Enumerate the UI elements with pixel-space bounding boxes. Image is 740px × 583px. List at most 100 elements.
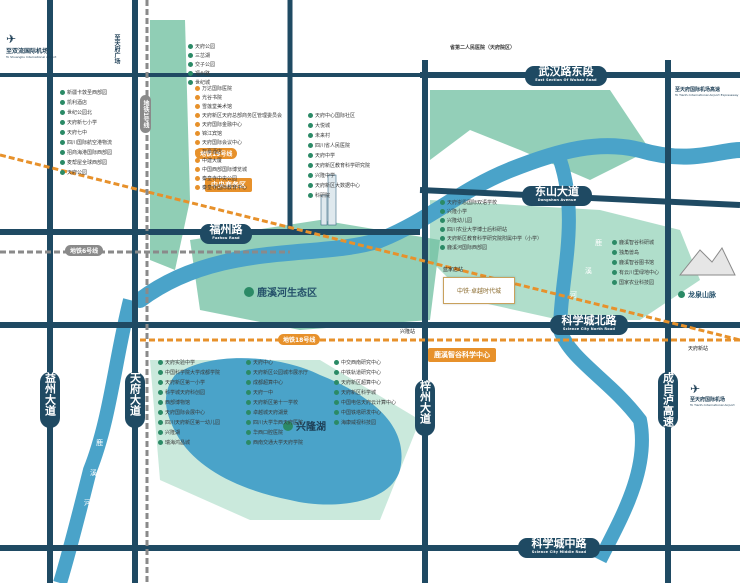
road-label-east: 成自泸高速: [658, 372, 678, 428]
poi-marker-icon: [308, 153, 313, 158]
poi-label: 四川天府新区第一幼儿园: [165, 420, 221, 426]
poi-marker-icon: [195, 185, 200, 190]
poi-marker-icon: [195, 149, 200, 154]
poi-label: 科学城天府科创园: [165, 390, 206, 396]
poi-item: 中建大厦: [195, 158, 222, 165]
zone-cbd: 中央商务区: [205, 178, 252, 192]
poi-marker-icon: [60, 140, 65, 145]
poi-item: 兴隆小学: [440, 209, 467, 216]
poi-label: 兴隆湖: [165, 430, 181, 436]
poi-marker-icon: [440, 236, 445, 241]
poi-label: 兴隆小学: [447, 209, 468, 215]
poi-marker-icon: [158, 420, 163, 425]
poi-label: 天府新区第一小学: [165, 380, 206, 386]
poi-marker-icon: [60, 170, 65, 175]
brand-marker[interactable]: 中铁·卓越时代城: [443, 277, 515, 304]
metro-label-line1: 地铁1号线: [140, 95, 151, 134]
poi-label: 四川大学华西天府医院: [253, 420, 304, 426]
poi-label: 四川农业大学博士后科研站: [447, 227, 508, 233]
poi-marker-icon: [612, 240, 617, 245]
park-icon: [244, 287, 254, 297]
poi-marker-icon: [195, 86, 200, 91]
poi-item: 天府实验中学: [158, 360, 195, 367]
poi-label: 天府一中: [253, 390, 274, 396]
poi-item: 天府中心国际社区: [308, 113, 355, 120]
poi-label: 兴隆幼儿园: [447, 218, 473, 224]
river-char-he: 河: [570, 291, 577, 299]
poi-label: 天府中学: [315, 153, 336, 159]
poi-label: 华西口腔医院: [253, 430, 284, 436]
poi-label: 招商海港国际西部园: [67, 150, 113, 156]
zone-science: 鹿溪智谷科学中心: [428, 348, 496, 362]
poi-label: 世纪公园北: [67, 110, 93, 116]
poi-item: 秦皇寺国际教育中心: [195, 185, 247, 192]
poi-marker-icon: [60, 100, 65, 105]
poi-marker-icon: [440, 227, 445, 232]
metro-label-line18: 地铁18号线: [278, 334, 321, 345]
poi-marker-icon: [308, 183, 313, 188]
corner-hospital: 省第二人民医院（天府院区）: [450, 45, 516, 51]
poi-label: 雪莲堂美术馆: [202, 104, 233, 110]
road-label-yizhou: 益州大道: [40, 372, 60, 428]
poi-item: 华西口腔医院: [246, 430, 283, 437]
poi-marker-icon: [334, 390, 339, 395]
poi-label: 凯利酒店: [67, 100, 88, 106]
poi-marker-icon: [246, 420, 251, 425]
metro-label-line6: 地铁6号线: [65, 245, 104, 256]
poi-item: 兴隆湖: [158, 430, 180, 437]
river-char-he2: 河: [84, 499, 91, 507]
poi-marker-icon: [188, 62, 193, 67]
poi-item: 天府新区教育科学研究院附属中学（小学）: [440, 236, 542, 243]
poi-marker-icon: [246, 430, 251, 435]
poi-label: 中国铁塔研发中心: [341, 410, 382, 416]
river-char-lu2: 鹿: [96, 439, 103, 447]
poi-label: 中国科学院大学成都学院: [165, 370, 221, 376]
poi-item: 天府新区公园城市展示厅: [246, 370, 308, 377]
poi-marker-icon: [246, 440, 251, 445]
poi-label: 国家农业科技园: [619, 280, 655, 286]
poi-marker-icon: [60, 90, 65, 95]
poi-item: 麦帮屋全球西部园: [60, 160, 107, 167]
poi-marker-icon: [60, 120, 65, 125]
poi-label: 西南交通大学天府学院: [253, 440, 304, 446]
poi-label: 天府公园: [67, 170, 88, 176]
poi-item: 天府新区大数据中心: [308, 183, 360, 190]
poi-item: 世纪城: [188, 80, 210, 87]
poi-marker-icon: [158, 390, 163, 395]
poi-marker-icon: [334, 400, 339, 405]
poi-label: 天府实验中学: [165, 360, 196, 366]
poi-marker-icon: [612, 260, 617, 265]
poi-marker-icon: [334, 410, 339, 415]
poi-marker-icon: [334, 420, 339, 425]
poi-marker-icon: [195, 95, 200, 100]
poi-label: 天府七中: [67, 130, 88, 136]
poi-item: 天府新区第一小学: [158, 380, 205, 387]
river-char-xi2: 溪: [90, 469, 97, 477]
poi-label: 秦皇寺国际教育中心: [202, 185, 248, 191]
poi-marker-icon: [195, 131, 200, 136]
poi-item: 四川农业大学博士后科研站: [440, 227, 507, 234]
poi-label: 四川国际航空港物流: [67, 140, 113, 146]
poi-label: 天府国际会展中心: [165, 410, 206, 416]
poi-item: 天府国际会展中心: [158, 410, 205, 417]
poi-item: 兴隆中学: [308, 173, 335, 180]
river-char-xi: 溪: [585, 267, 592, 275]
poi-label: 天府新区教育科学研究院附属中学（小学）: [447, 236, 543, 242]
poi-label: 天府国际会议中心: [202, 140, 243, 146]
park-icon: [283, 421, 293, 431]
poi-marker-icon: [440, 209, 445, 214]
green-zone-north-central: [150, 20, 190, 270]
poi-item: 中国科学院大学成都学院: [158, 370, 220, 377]
airplane-icon: ✈: [6, 32, 17, 46]
poi-marker-icon: [195, 113, 200, 118]
river-char-lu: 鹿: [595, 239, 602, 247]
poi-item: 鹿溪河国际西部园: [440, 245, 487, 252]
poi-label: 瑞海鸿昌城: [165, 440, 191, 446]
poi-label: 未来村: [315, 133, 331, 139]
poi-marker-icon: [612, 270, 617, 275]
poi-item: 天府新区超算中心: [334, 380, 381, 387]
poi-marker-icon: [440, 218, 445, 223]
station-xinglong: 兴隆站: [400, 329, 416, 335]
brand-station: 蓝家店站: [443, 267, 464, 273]
